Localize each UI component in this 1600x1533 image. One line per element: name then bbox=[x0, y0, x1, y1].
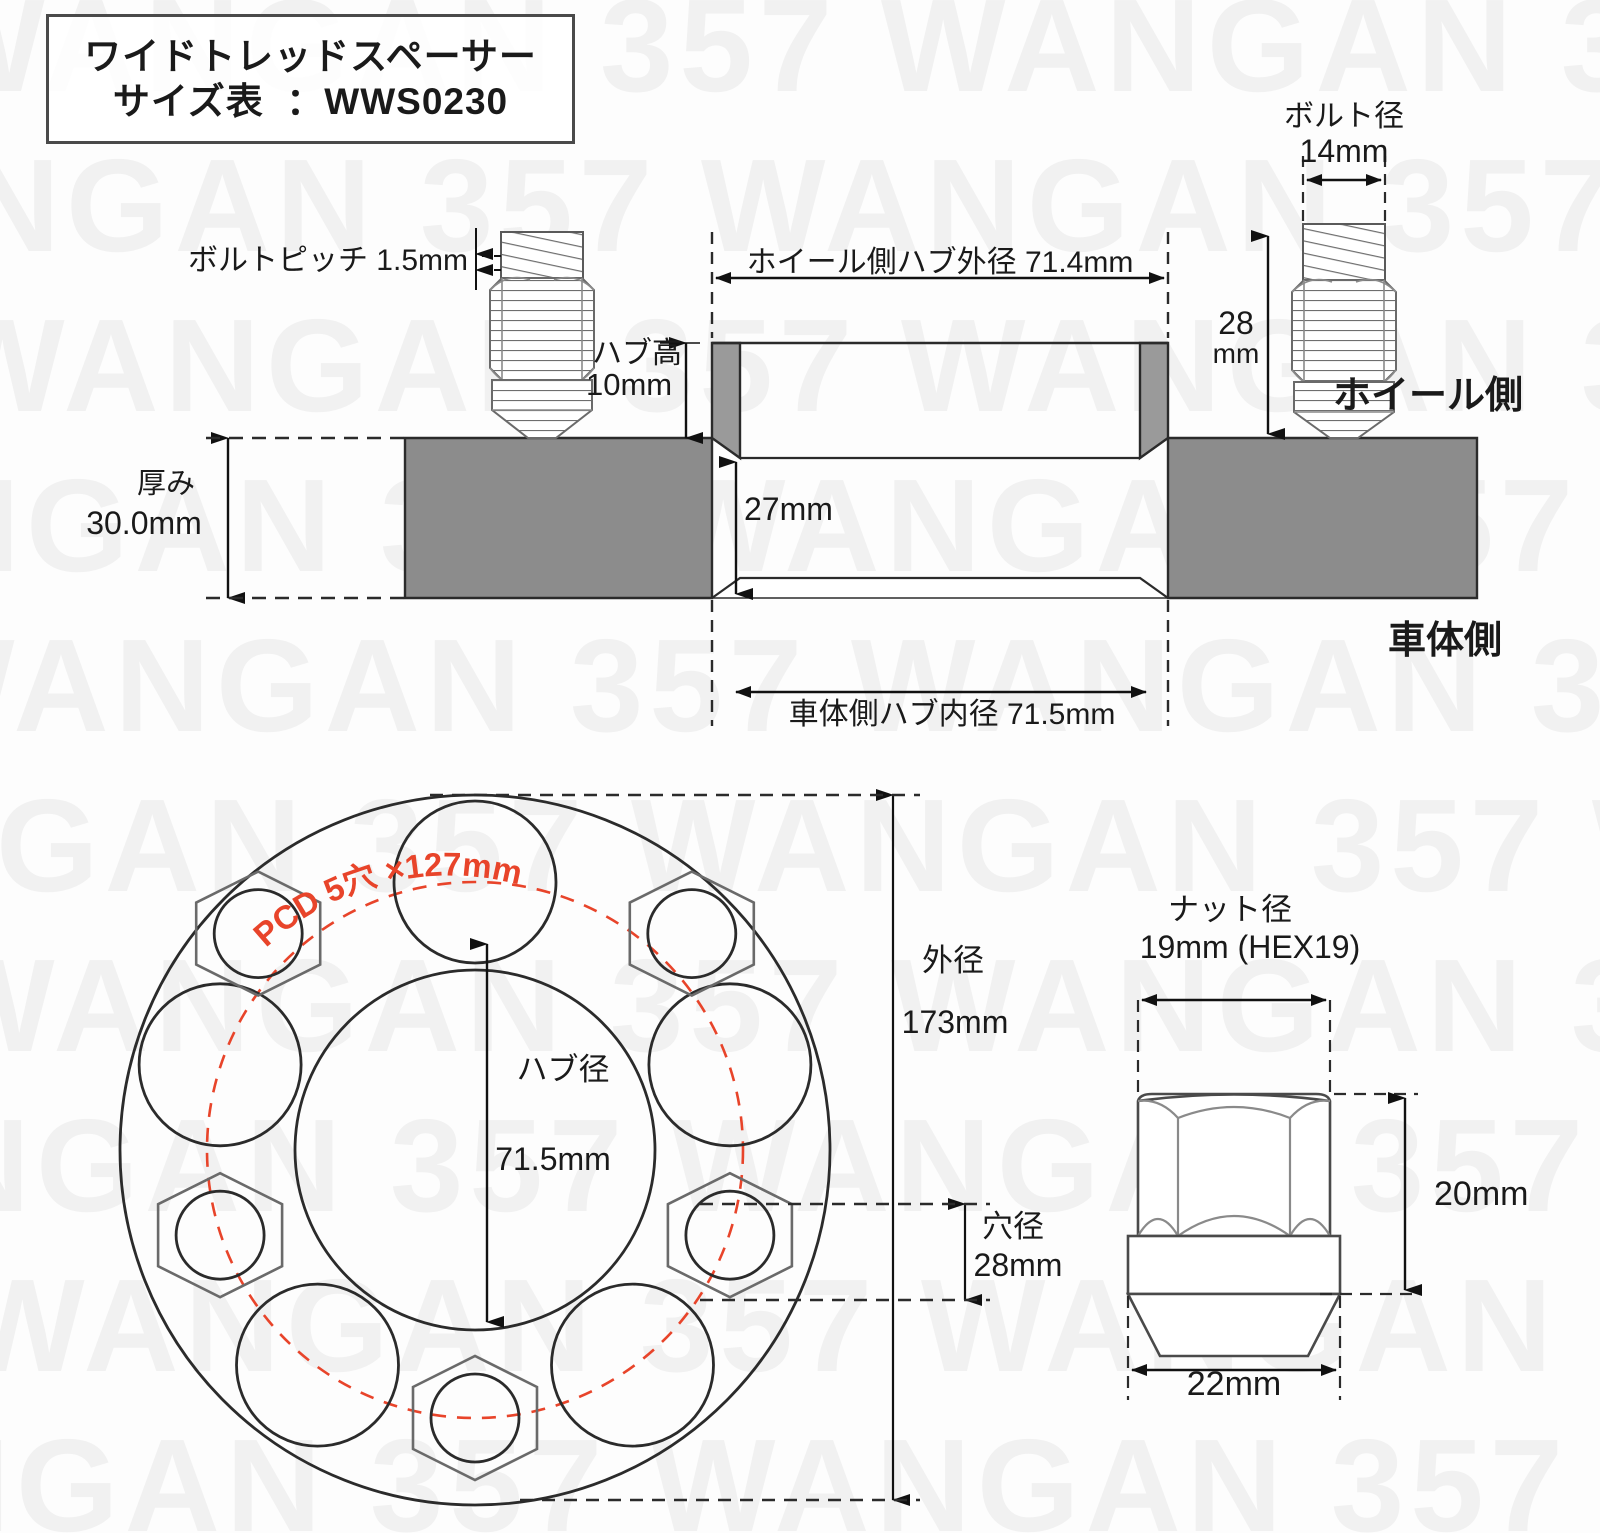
hub-height-value: 10mm bbox=[586, 367, 673, 402]
thickness-dimension bbox=[206, 432, 405, 604]
nut-flange-value: 22mm bbox=[1186, 1365, 1282, 1403]
bolt-nut-assembly-left bbox=[489, 231, 595, 439]
thickness-label: 厚み bbox=[136, 468, 196, 500]
bolt-length-value: 28 bbox=[1218, 305, 1254, 341]
svg-text:PCD 5穴 ×127mm: PCD 5穴 ×127mm bbox=[246, 845, 525, 953]
hub-bore-value: 71.5mm bbox=[495, 1141, 611, 1177]
bolt-nut-assembly-right bbox=[1291, 223, 1397, 439]
thickness-value: 30.0mm bbox=[86, 505, 202, 541]
wheel-side-label: ホイール側 bbox=[1333, 375, 1524, 417]
bolt-diameter-dimension bbox=[1301, 156, 1387, 226]
hub-height-label: ハブ高 bbox=[592, 337, 682, 370]
title-line-1: ワイドトレッドスペーサー bbox=[84, 35, 537, 77]
hole-diameter-value: 28mm bbox=[973, 1247, 1063, 1283]
nut-height-value: 20mm bbox=[1434, 1175, 1529, 1213]
stud-hole-group bbox=[137, 799, 813, 1448]
outer-diameter-value: 173mm bbox=[901, 1004, 1009, 1040]
bolt-pitch-indicator bbox=[475, 228, 505, 290]
body-hub-inner-dimension bbox=[710, 600, 1170, 726]
hole-diameter-label: 穴径 bbox=[982, 1209, 1044, 1244]
nut-position-group bbox=[156, 870, 794, 1482]
bolt-pitch-label: ボルトピッチ 1.5mm bbox=[187, 244, 468, 277]
spacer-cross-section bbox=[403, 341, 1479, 600]
step-height-value: 27mm bbox=[744, 491, 833, 527]
wheel-hub-outer-dimension bbox=[710, 232, 1170, 338]
body-hub-inner-label: 車体側ハブ内径 71.5mm bbox=[788, 698, 1116, 731]
outer-diameter-label: 外径 bbox=[922, 943, 984, 978]
pcd-label-group: PCD 5穴 ×127mm bbox=[246, 845, 525, 953]
title-line-2: サイズ表 ：WWS0230 bbox=[112, 81, 509, 122]
title-box: ワイドトレッドスペーサー サイズ表 ：WWS0230 bbox=[46, 14, 575, 144]
face-view bbox=[118, 789, 990, 1507]
nut-diameter-value: 19mm (HEX19) bbox=[1139, 929, 1361, 965]
body-side-label: 車体側 bbox=[1388, 620, 1503, 662]
nut-diameter-label: ナット径 bbox=[1168, 892, 1292, 927]
wheel-hub-outer-label: ホイール側ハブ外径 71.4mm bbox=[746, 246, 1134, 279]
nut-side-view bbox=[1125, 994, 1422, 1400]
bolt-diameter-label: ボルト径 bbox=[1284, 100, 1404, 133]
bolt-diameter-value: 14mm bbox=[1299, 133, 1389, 169]
pcd-label-text: PCD 5穴 ×127mm bbox=[246, 845, 525, 953]
hub-bore-label: ハブ径 bbox=[516, 1052, 610, 1087]
bolt-length-unit: mm bbox=[1212, 338, 1260, 369]
hub-height-dimension bbox=[660, 337, 703, 444]
